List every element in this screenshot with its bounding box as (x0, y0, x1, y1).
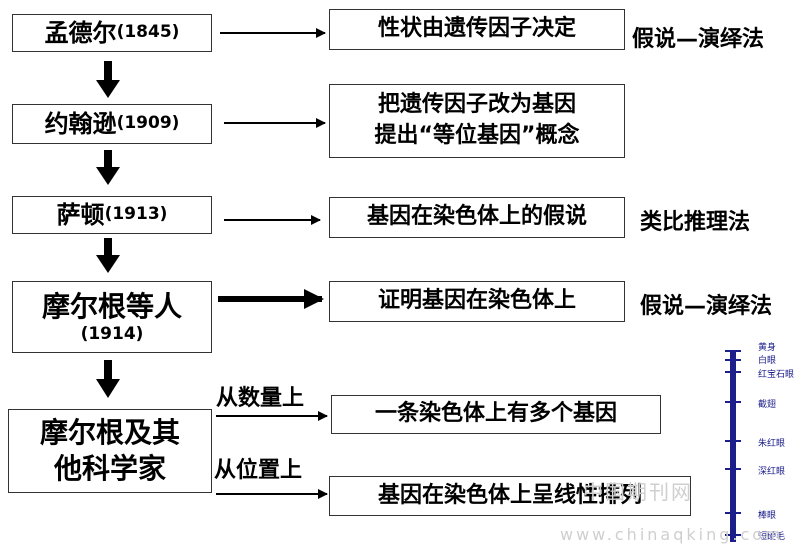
gene-tick (725, 440, 741, 442)
gene-tick (725, 468, 741, 470)
finding-text-line2: 提出“等位基因”概念 (374, 123, 580, 148)
scientist-box-sutton: 萨顿(1913) (12, 196, 212, 234)
down-arrow-2 (104, 150, 112, 172)
finding-box-traits: 性状由遗传因子决定 (329, 9, 625, 50)
gene-tick (725, 350, 741, 352)
finding-box-gene-concept: 把遗传因子改为基因 提出“等位基因”概念 (329, 84, 625, 158)
finding-text: 证明基因在染色体上 (377, 288, 576, 314)
scientist-name: 萨顿 (56, 201, 105, 229)
chromosome-gene-map: 黄身 白眼 红宝石眼 截翅 朱红眼 深红眼 棒眼 短硬毛 (722, 338, 812, 547)
finding-box-multiple-genes: 一条染色体上有多个基因 (331, 395, 661, 434)
gene-label: 白眼 (758, 356, 777, 366)
watermark-cn: 中国期刊网 (583, 480, 693, 504)
arrow-label-position: 从位置上 (214, 458, 303, 483)
gene-tick (725, 371, 741, 373)
finding-box-proof: 证明基因在染色体上 (329, 281, 625, 322)
gene-label: 红宝石眼 (758, 370, 795, 380)
scientist-box-morgan: 摩尔根等人 (1914) (12, 281, 212, 353)
scientist-name: 摩尔根等人 (41, 289, 182, 323)
gene-tick (725, 512, 741, 514)
down-arrow-4 (104, 360, 112, 384)
gene-label: 朱红眼 (758, 439, 786, 449)
scientist-year: (1913) (104, 204, 168, 225)
scientist-name: 约翰逊 (44, 110, 117, 138)
method-label-mendel: 假说—演绎法 (632, 27, 765, 52)
finding-box-linear-arrangement: 基因在染色体上呈线性排列 (329, 476, 691, 516)
watermark-url: www.chinaqking.com (560, 525, 784, 544)
scientist-box-mendel: 孟德尔(1845) (12, 14, 212, 52)
method-label-sutton: 类比推理法 (640, 210, 751, 235)
scientist-name-line2: 他科学家 (53, 452, 166, 485)
finding-text: 基因在染色体上呈线性排列 (377, 482, 642, 508)
gene-label: 截翅 (758, 400, 777, 410)
gene-label: 深红眼 (758, 467, 786, 477)
gene-label: 短硬毛 (758, 532, 786, 542)
chromosome-bar (730, 350, 736, 542)
finding-text: 基因在染色体上的假说 (366, 204, 587, 230)
scientist-year: (1845) (116, 22, 180, 43)
finding-text: 一条染色体上有多个基因 (374, 401, 617, 427)
scientist-box-morgan-others: 摩尔根及其 他科学家 (8, 409, 212, 493)
scientist-year: (1909) (116, 113, 180, 134)
gene-tick (725, 534, 741, 536)
method-label-morgan: 假说—演绎法 (640, 294, 773, 319)
down-arrow-1 (104, 61, 112, 85)
scientist-name: 孟德尔 (44, 19, 117, 47)
gene-label: 棒眼 (758, 511, 777, 521)
gene-tick (725, 359, 741, 361)
finding-box-hypothesis: 基因在染色体上的假说 (329, 197, 625, 238)
gene-label: 黄身 (758, 343, 777, 353)
gene-tick (725, 401, 741, 403)
finding-text: 性状由遗传因子决定 (377, 16, 576, 42)
scientist-name-line1: 摩尔根及其 (39, 415, 180, 449)
scientist-box-johannsen: 约翰逊(1909) (12, 104, 212, 144)
arrow-label-quantity: 从数量上 (216, 386, 305, 411)
scientist-year: (1914) (80, 323, 144, 344)
down-arrow-3 (104, 238, 112, 260)
finding-text-line1: 把遗传因子改为基因 (377, 92, 576, 118)
